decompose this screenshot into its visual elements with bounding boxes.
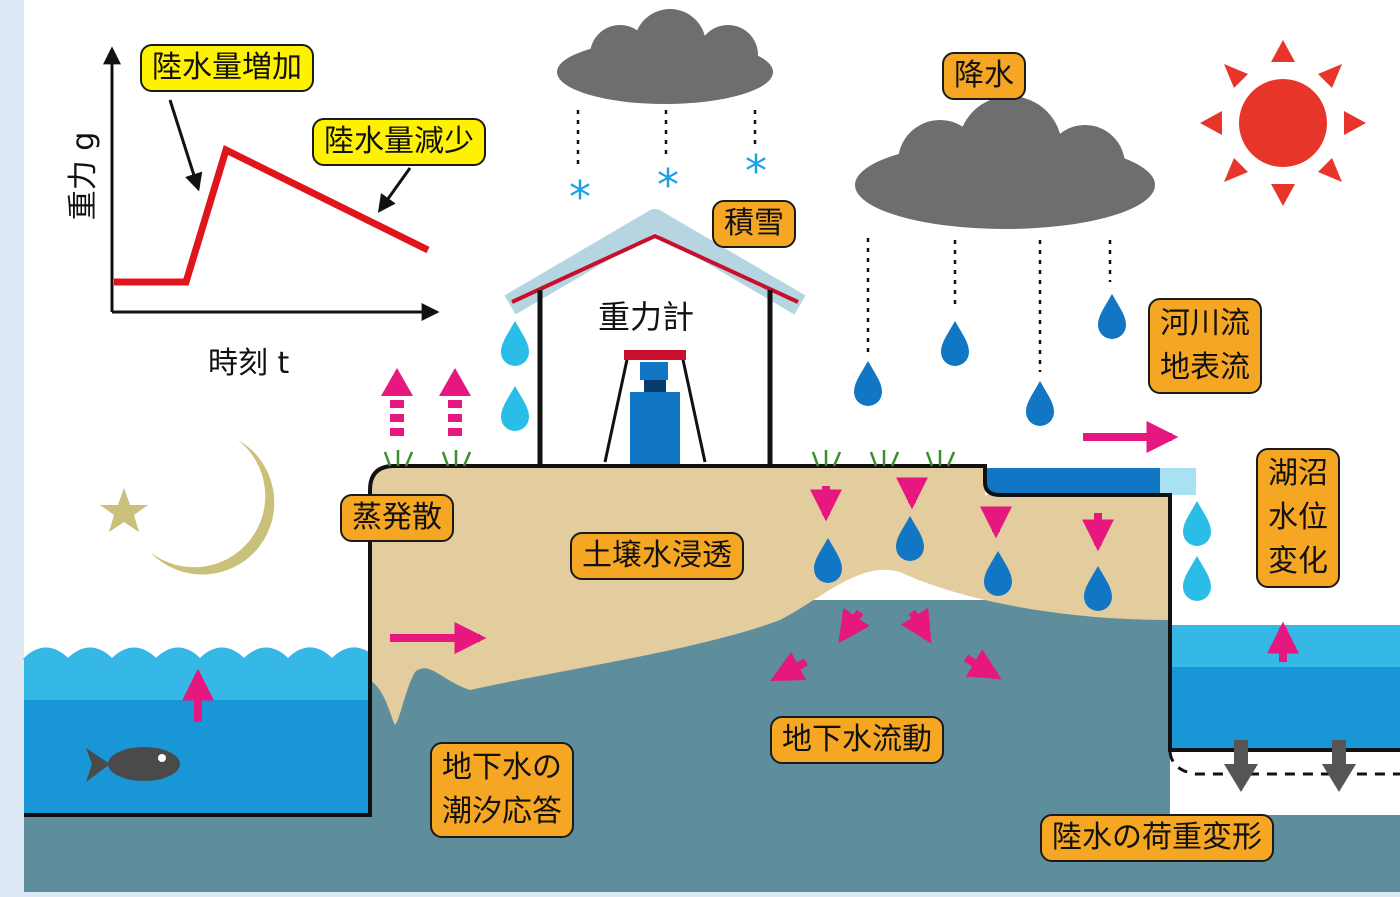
- river-outflow: [1160, 468, 1196, 495]
- label-groundwater-tidal-response: 地下水の 潮汐応答: [430, 742, 574, 838]
- evapotranspiration-arrows: [381, 368, 471, 436]
- svg-text:*: *: [745, 146, 767, 197]
- gravity-curve: [114, 145, 430, 286]
- label-precipitation: 降水: [942, 52, 1026, 100]
- moon-icon: [150, 440, 275, 575]
- label-river-surface-flow: 河川流 地表流: [1148, 298, 1262, 394]
- fish-icon: [86, 747, 180, 782]
- grass-icon: [383, 450, 956, 467]
- svg-text:*: *: [569, 172, 591, 223]
- flow-arrows: [182, 421, 1299, 722]
- land-outline: [24, 464, 1400, 817]
- gravimeter-house: [504, 209, 806, 466]
- gravimeter-instrument: [603, 350, 707, 464]
- label-lake-level-change: 湖沼 水位 変化: [1256, 448, 1340, 588]
- rain-cloud-icon: [855, 96, 1155, 229]
- svg-text:*: *: [657, 160, 679, 211]
- label-land-water-decrease: 陸水量減少: [312, 118, 486, 166]
- y-axis-label: 重力 g: [66, 131, 101, 221]
- label-land-water-loading-deformation: 陸水の荷重変形: [1040, 814, 1274, 862]
- snowflake-icon: * * *: [569, 146, 767, 223]
- snow-cloud-icon: [557, 9, 773, 104]
- label-snow: 積雪: [712, 200, 796, 248]
- fall-lines: [576, 110, 1112, 372]
- gravity-time-graph: [103, 46, 440, 321]
- label-evapotranspiration: 蒸発散: [340, 494, 454, 542]
- label-land-water-increase: 陸水量増加: [140, 44, 314, 92]
- label-groundwater-flow: 地下水流動: [770, 716, 944, 764]
- x-axis-label: 時刻 t: [208, 346, 290, 381]
- surface-water: [987, 468, 1185, 495]
- star-icon: [100, 488, 148, 532]
- loading-arrows: [1224, 740, 1356, 792]
- label-gravimeter: 重力計: [598, 298, 695, 336]
- sun-icon: [1200, 40, 1366, 206]
- soil-layer: [370, 466, 1170, 725]
- sea: [22, 647, 378, 815]
- label-soil-water-infiltration: 土壌水浸透: [570, 532, 744, 580]
